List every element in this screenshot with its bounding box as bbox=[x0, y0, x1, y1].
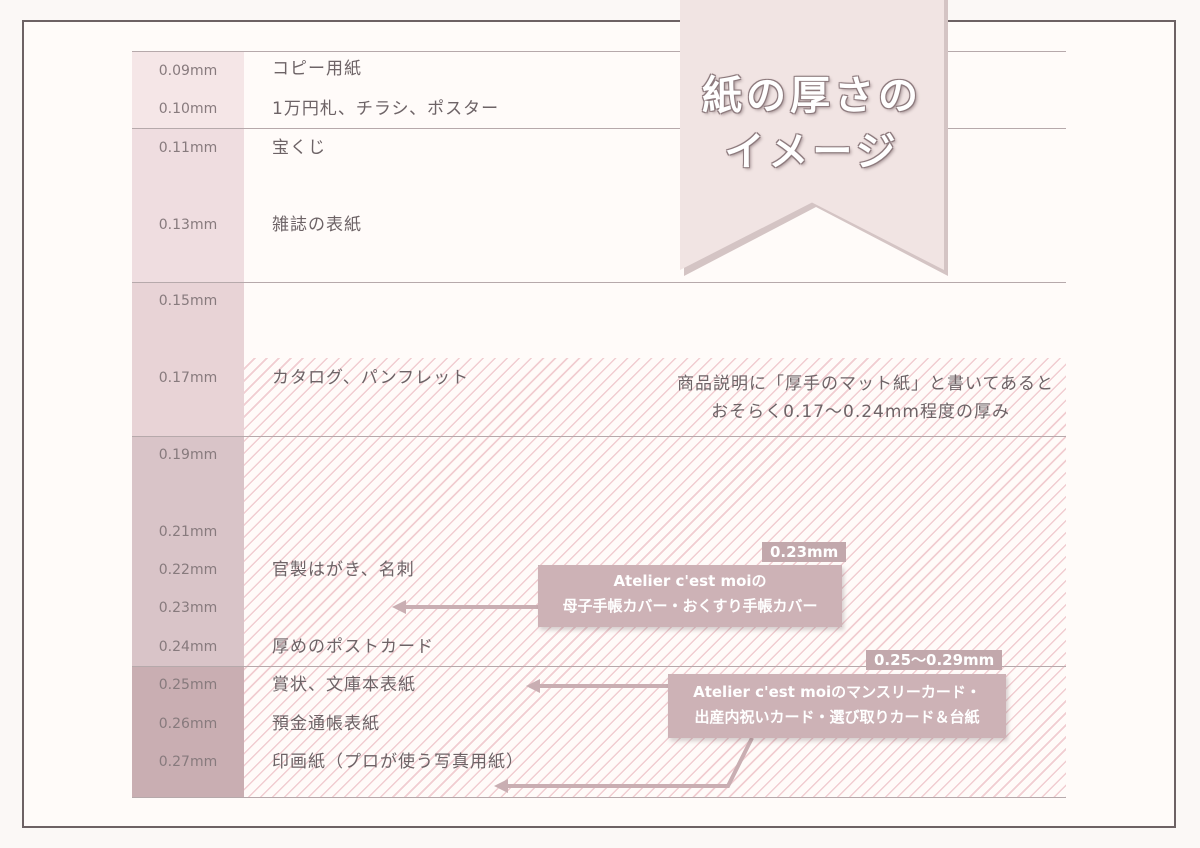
item-postcard: 官製はがき、名刺 bbox=[272, 560, 415, 580]
band-0-15-0-17 bbox=[132, 282, 244, 436]
divider-line bbox=[132, 797, 1066, 798]
item-thick-postcard: 厚めのポストカード bbox=[272, 637, 434, 657]
callout-0-25-box: Atelier c'est moiのマンスリーカード・ 出産内祝いカード・選び取… bbox=[668, 674, 1006, 738]
callout-0-23-line1: Atelier c'est moiの bbox=[613, 572, 767, 590]
thickness-label: 0.27mm bbox=[158, 754, 218, 770]
thickness-label: 0.22mm bbox=[158, 562, 218, 578]
thickness-label: 0.26mm bbox=[158, 716, 218, 732]
thickness-label: 0.15mm bbox=[158, 293, 218, 309]
thickness-label: 0.24mm bbox=[158, 639, 218, 655]
thickness-label: 0.10mm bbox=[158, 101, 218, 117]
thickness-label: 0.13mm bbox=[158, 217, 218, 233]
thickness-label: 0.09mm bbox=[158, 63, 218, 79]
item-certificate: 賞状、文庫本表紙 bbox=[272, 675, 416, 695]
callout-0-25-tag: 0.25〜0.29mm bbox=[866, 650, 1003, 670]
thickness-label: 0.19mm bbox=[158, 447, 218, 463]
thickness-label: 0.11mm bbox=[158, 140, 218, 156]
arrow-0-29-head bbox=[494, 779, 508, 793]
thickness-label: 0.17mm bbox=[158, 370, 218, 386]
band-0-09-0-10 bbox=[132, 51, 244, 128]
item-copy-paper: コピー用紙 bbox=[272, 59, 362, 79]
item-banknote: 1万円札、チラシ、ポスター bbox=[272, 99, 500, 119]
title-line2: イメージ bbox=[724, 129, 900, 175]
divider-line bbox=[132, 666, 1066, 667]
matte-note-line2: おそらく0.17〜0.24mm程度の厚み bbox=[711, 402, 1010, 422]
thickness-label: 0.21mm bbox=[158, 524, 218, 540]
arrow-0-29 bbox=[502, 737, 754, 788]
arrow-0-23-head bbox=[392, 600, 406, 614]
title-line1: 紙の厚さの bbox=[702, 73, 922, 119]
divider-line bbox=[132, 282, 1066, 283]
divider-line bbox=[132, 51, 1066, 52]
thickness-label: 0.25mm bbox=[158, 677, 218, 693]
arrow-0-25-head bbox=[526, 679, 540, 693]
callout-0-25-line1: Atelier c'est moiのマンスリーカード・ bbox=[693, 683, 981, 701]
callout-0-23-box: Atelier c'est moiの 母子手帳カバー・おくすり手帳カバー bbox=[538, 565, 842, 627]
band-0-19-0-24 bbox=[132, 436, 244, 666]
divider-line bbox=[132, 128, 1066, 129]
item-magazine-cover: 雑誌の表紙 bbox=[272, 215, 362, 235]
callout-0-23-tag: 0.23mm bbox=[762, 542, 847, 562]
band-0-11-0-13 bbox=[132, 128, 244, 282]
matte-note-line1: 商品説明に「厚手のマット紙」と書いてあると bbox=[677, 374, 1054, 394]
page-title: 紙の厚さの イメージ bbox=[680, 68, 944, 180]
item-photo-paper: 印画紙（プロが使う写真用紙） bbox=[272, 752, 524, 772]
callout-0-23-line2: 母子手帳カバー・おくすり手帳カバー bbox=[562, 597, 818, 615]
item-lottery: 宝くじ bbox=[272, 138, 326, 158]
item-catalog: カタログ、パンフレット bbox=[272, 368, 470, 388]
callout-0-25-line2: 出産内祝いカード・選び取りカード＆台紙 bbox=[694, 708, 980, 726]
thickness-label: 0.23mm bbox=[158, 600, 218, 616]
item-passbook: 預金通帳表紙 bbox=[272, 714, 380, 734]
divider-line bbox=[132, 436, 1066, 437]
band-0-25-0-27 bbox=[132, 666, 244, 798]
